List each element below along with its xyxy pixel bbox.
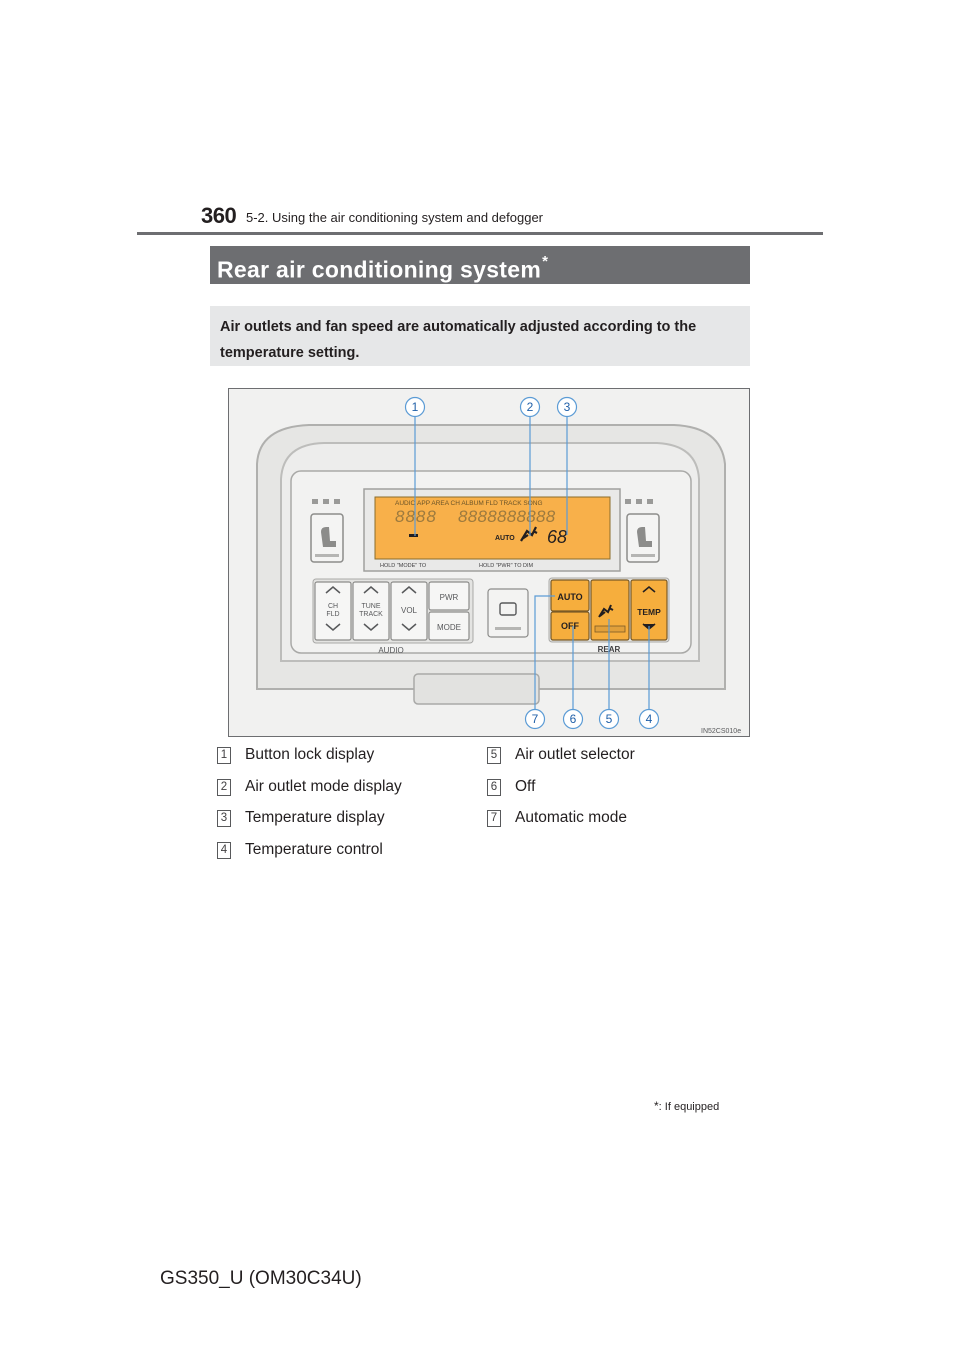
air-outlet-selector-button[interactable] [590, 579, 630, 641]
image-code: IN52CS010e [701, 728, 741, 735]
chevron-down-icon [401, 623, 417, 631]
chevron-down-icon [325, 623, 341, 631]
chevron-up-icon [363, 586, 379, 594]
lcd-hold-left: HOLD "MODE" TO [380, 563, 427, 569]
rear-climate-controls: AUTO OFF TEMP REAR [548, 577, 670, 654]
lcd-auto: AUTO [495, 535, 515, 542]
document-code: GS350_U (OM30C34U) [160, 1268, 362, 1289]
center-button[interactable] [487, 588, 529, 638]
legend-label: Off [515, 778, 536, 795]
legend-number: 1 [217, 746, 231, 764]
header-rule [137, 232, 823, 235]
vol-label: VOL [401, 606, 418, 615]
pwr-label: PWR [440, 593, 459, 602]
legend-item: 5 Air outlet selector [487, 744, 635, 766]
off-button[interactable] [550, 611, 590, 641]
callout-4: 4 [646, 712, 653, 726]
right-seat-heater [625, 499, 660, 563]
callout-2: 2 [527, 400, 534, 414]
page-number: 360 [201, 203, 237, 228]
audio-group-label: AUDIO [378, 646, 403, 655]
footnote-text: : If equipped [658, 1101, 720, 1113]
auto-label: AUTO [557, 592, 582, 602]
heading-bar: Rear air conditioning system* [210, 246, 750, 284]
legend-number: 3 [217, 809, 231, 827]
lower-slot [413, 673, 540, 705]
legend-item: 2 Air outlet mode display [217, 776, 402, 798]
lcd-segments-right: 8888888888 [458, 507, 556, 526]
audio-controls: CH FLD TUNE TRACK VOL PWR MODE AUDIO [312, 578, 474, 655]
mode-label: MODE [437, 623, 461, 632]
mode-indicator-strip [594, 625, 626, 633]
button-lock-indicator [409, 534, 418, 537]
callout-7: 7 [532, 712, 539, 726]
chevron-up-icon [325, 586, 341, 594]
equipped-marker: * [542, 253, 549, 270]
fld-label: FLD [326, 611, 339, 618]
legend-number: 5 [487, 746, 501, 764]
section-title: 5-2. Using the air conditioning system a… [246, 210, 544, 225]
footnote: *: If equipped [654, 1099, 719, 1113]
legend-label: Button lock display [245, 746, 375, 763]
callout-5: 5 [606, 712, 613, 726]
callout-6: 6 [570, 712, 577, 726]
ch-label: CH [328, 603, 338, 610]
seat-heater-icon [321, 527, 336, 547]
off-label: OFF [561, 621, 579, 631]
lcd-top-labels: AUDIO APP AREA CH ALBUM FLD TRACK SONG [395, 500, 543, 507]
callout-leaders [414, 417, 650, 709]
lcd-hold-right: HOLD "PWR" TO DIM [479, 563, 534, 569]
intro-text: Air outlets and fan speed are automatica… [210, 306, 750, 366]
legend-item: 3 Temperature display [217, 807, 385, 829]
callout-1: 1 [412, 400, 419, 414]
footnote-marker: * [654, 1099, 659, 1113]
chevron-up-icon [642, 585, 656, 593]
legend-label: Air outlet selector [515, 746, 635, 763]
legend-label: Temperature display [245, 809, 385, 826]
mode-button[interactable] [428, 611, 470, 641]
callout-markers [404, 396, 660, 730]
legend-label: Temperature control [245, 841, 383, 858]
legend-label: Air outlet mode display [245, 778, 402, 795]
legend-number: 6 [487, 778, 501, 796]
callout-3: 3 [564, 400, 571, 414]
tune-track-button[interactable] [352, 581, 390, 641]
air-outlet-icon [598, 604, 614, 618]
legend-number: 4 [217, 841, 231, 859]
left-seat-heater [310, 499, 344, 563]
chevron-down-icon [363, 623, 379, 631]
control-panel-figure: AUDIO APP AREA CH ALBUM FLD TRACK SONG 8… [228, 388, 750, 737]
legend-number: 7 [487, 809, 501, 827]
chevron-up-icon [401, 586, 417, 594]
seat-heater-icon [637, 527, 652, 547]
ch-fld-button[interactable] [314, 581, 352, 641]
tune-label: TUNE [361, 603, 380, 610]
heading-title: Rear air conditioning system [217, 256, 542, 283]
pwr-button[interactable] [428, 581, 470, 611]
lcd-display: AUDIO APP AREA CH ALBUM FLD TRACK SONG 8… [363, 488, 621, 572]
vol-button[interactable] [390, 581, 428, 641]
legend-number: 2 [217, 778, 231, 796]
legend-item: 7 Automatic mode [487, 807, 627, 829]
legend-item: 6 Off [487, 776, 535, 798]
lcd-temperature: 68 [547, 527, 567, 547]
legend-label: Automatic mode [515, 809, 627, 826]
lcd-segments-left: 8888 [395, 507, 437, 526]
legend-item: 4 Temperature control [217, 839, 383, 861]
legend-item: 1 Button lock display [217, 744, 374, 766]
track-label: TRACK [359, 611, 383, 618]
panel-icon [499, 602, 517, 616]
temp-label: TEMP [637, 607, 661, 617]
